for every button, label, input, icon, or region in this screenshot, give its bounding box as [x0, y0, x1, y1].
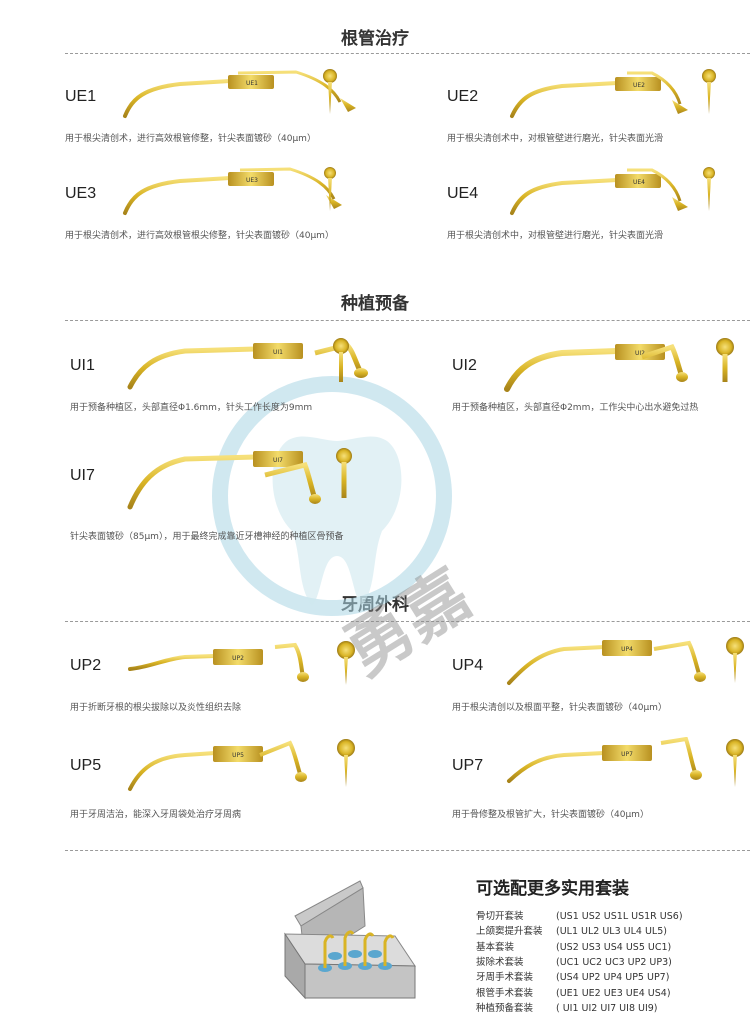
- tip-handle-label: UP7: [621, 751, 633, 758]
- section-title-endo: 根管治疗: [341, 29, 409, 49]
- kit-row: 上颌窦提升套装 (UL1 UL2 UL3 UL4 UL5): [476, 923, 667, 937]
- tip-end-view: [726, 637, 744, 683]
- kit-items: (US1 US2 US1L US1R US6): [556, 911, 683, 922]
- kit-name: 骨切开套装: [476, 911, 524, 922]
- tip-handle-label: UE2: [633, 82, 645, 89]
- kit-name: 根管手术套装: [476, 987, 534, 999]
- tip-illustration: UP2: [128, 642, 309, 682]
- tip-illustration: UP5: [128, 740, 307, 791]
- kit-items: (UL1 UL2 UL3 UL4 UL5): [556, 926, 667, 938]
- tip-card-up2[interactable]: UP2 UP2 用于折断牙根的根尖拔除以及炎性组织去除: [70, 637, 370, 732]
- tip-description: 用于根尖清创术中，对根管壁进行磨光，针尖表面光滑: [447, 231, 664, 241]
- kit-row: 拔除术套装 (UC1 UC2 UC3 UP2 UP3): [476, 954, 672, 968]
- tip-card-ue1[interactable]: UE1 UE1 用于根尖清创术，进行高效根管修整，针尖表面镀砂（40μm）: [65, 68, 365, 163]
- tip-end-view: [323, 69, 337, 114]
- tip-description: 用于牙周洁治，能深入牙周袋处治疗牙周病: [70, 810, 242, 820]
- tip-card-ui2[interactable]: UI2 UI2 用于预备种植区，头部直径Φ2mm，工作尖中心出水避免过热: [452, 337, 750, 432]
- kits-title: 可选配更多实用套装: [476, 879, 629, 899]
- tip-card-ue2[interactable]: UE2 UE2 用于根尖清创术中，对根管壁进行磨光，针尖表面光滑: [447, 68, 747, 163]
- kit-items: (US4 UP2 UP4 UP5 UP7): [556, 972, 670, 984]
- tip-handle-label: UP5: [232, 752, 244, 759]
- tip-handle-label: UE3: [246, 177, 258, 184]
- section-divider: [65, 320, 750, 321]
- tip-illustration: UE1: [123, 70, 356, 118]
- tip-handle-label: UP2: [232, 655, 244, 662]
- tip-card-ui1[interactable]: UI1 UI1 用于预备种植区，头部直径Φ1.6mm，针头工作长度为9mm: [70, 337, 370, 432]
- tip-illustration: UE4: [510, 168, 688, 215]
- tip-code: UP2: [70, 657, 102, 674]
- kit-name: 牙周手术套装: [476, 972, 534, 984]
- tip-code: UI7: [70, 467, 95, 484]
- tip-card-ue4[interactable]: UE4 UE4 用于根尖清创术中，对根管壁进行磨光，针尖表面光滑: [447, 165, 747, 260]
- tip-handle-label: UE4: [633, 179, 645, 186]
- tip-end-view: [726, 739, 744, 787]
- kit-row: 种植预备套装 ( UI1 UI2 UI7 UI8 UI9): [476, 1000, 658, 1014]
- kit-name: 基本套装: [476, 941, 515, 953]
- tip-end-view: [324, 167, 336, 211]
- tip-description: 用于根尖清创术中，对根管壁进行磨光，针尖表面光滑: [447, 134, 664, 144]
- tip-end-view: [703, 167, 715, 211]
- tip-description: 用于根尖清创术，进行高效根管修整，针尖表面镀砂（40μm）: [65, 134, 316, 144]
- tip-description: 针尖表面镀砂（85μm），用于最终完成靠近牙槽神经的种植区骨预备: [70, 532, 344, 542]
- tip-handle-label: UE1: [246, 80, 258, 87]
- kit-box-image: [284, 880, 416, 1000]
- tip-description: 用于骨修整及根管扩大，针尖表面镀砂（40μm）: [452, 810, 649, 820]
- tip-card-up7[interactable]: UP7 UP7 用于骨修整及根管扩大，针尖表面镀砂（40μm）: [452, 737, 750, 832]
- tip-code: UE4: [447, 185, 479, 202]
- tip-code: UE3: [65, 185, 97, 202]
- kit-row: 根管手术套装 (UE1 UE2 UE3 UE4 US4): [476, 985, 671, 999]
- tip-illustration: UI7: [127, 451, 321, 510]
- tip-illustration: UE2: [510, 71, 688, 118]
- tip-illustration: UP4: [507, 640, 706, 685]
- tip-description: 用于根尖清创以及根面平整，针尖表面镀砂（40μm）: [452, 703, 667, 713]
- section-divider: [65, 850, 750, 851]
- tip-code: UE1: [65, 88, 97, 105]
- tip-handle-label: UP4: [621, 646, 633, 653]
- section-title-perio: 牙周外科: [341, 595, 409, 615]
- tip-description: 用于折断牙根的根尖拔除以及炎性组织去除: [70, 703, 242, 713]
- tip-code: UP7: [452, 757, 484, 774]
- tip-card-up4[interactable]: UP4 UP4 用于根尖清创以及根面平整，针尖表面镀砂（40μm）: [452, 637, 750, 732]
- kit-items: (US2 US3 US4 US5 UC1): [556, 941, 672, 953]
- tip-end-view: [702, 69, 716, 114]
- kit-items: ( UI1 UI2 UI7 UI8 UI9): [556, 1002, 658, 1014]
- kit-row: 骨切开套装 (US1 US2 US1L US1R US6): [476, 908, 683, 922]
- section-title-implant: 种植预备: [341, 294, 409, 314]
- tip-illustration: UI1: [127, 342, 368, 390]
- kit-row: 基本套装 (US2 US3 US4 US5 UC1): [476, 939, 671, 953]
- tip-end-view: [333, 338, 349, 382]
- tip-code: UP4: [452, 657, 484, 674]
- section-divider: [65, 53, 750, 54]
- tip-description: 用于预备种植区，头部直径Φ2mm，工作尖中心出水避免过热: [452, 403, 699, 413]
- kit-items: (UE1 UE2 UE3 UE4 US4): [556, 987, 671, 999]
- tip-handle-label: UI7: [273, 457, 283, 464]
- tip-end-view: [336, 448, 352, 498]
- tip-handle-label: UI1: [273, 349, 283, 356]
- kit-name: 种植预备套装: [476, 1002, 534, 1014]
- tip-description: 用于根尖清创术，进行高效根管根尖修整，针尖表面镀砂（40μm）: [65, 231, 334, 241]
- kit-name: 拔除术套装: [476, 956, 524, 968]
- tip-code: UE2: [447, 88, 479, 105]
- tip-code: UP5: [70, 757, 102, 774]
- tip-illustration: UE3: [123, 167, 342, 215]
- tip-illustration: UI2: [504, 343, 688, 392]
- tip-description: 用于预备种植区，头部直径Φ1.6mm，针头工作长度为9mm: [70, 403, 313, 413]
- tip-card-ue3[interactable]: UE3 UE3 用于根尖清创术，进行高效根管根尖修整，针尖表面镀砂（40μm）: [65, 165, 365, 260]
- tip-illustration: UP7: [507, 737, 702, 783]
- tip-end-view: [337, 641, 355, 685]
- tip-end-view: [716, 338, 734, 382]
- tip-card-ui7[interactable]: UI7 UI7 针尖表面镀砂（85μm），用于最终完成靠近牙槽神经的种植区骨预备: [70, 447, 390, 542]
- kit-name: 上颌窦提升套装: [476, 926, 543, 938]
- tip-code: UI1: [70, 357, 95, 374]
- tip-end-view: [337, 739, 355, 787]
- tip-code: UI2: [452, 357, 477, 374]
- kit-items: (UC1 UC2 UC3 UP2 UP3): [556, 956, 672, 968]
- kit-row: 牙周手术套装 (US4 UP2 UP4 UP5 UP7): [476, 969, 669, 983]
- tip-card-up5[interactable]: UP5 UP5 用于牙周洁治，能深入牙周袋处治疗牙周病: [70, 737, 370, 832]
- section-divider: [65, 621, 750, 622]
- tip-handle-label: UI2: [635, 350, 645, 357]
